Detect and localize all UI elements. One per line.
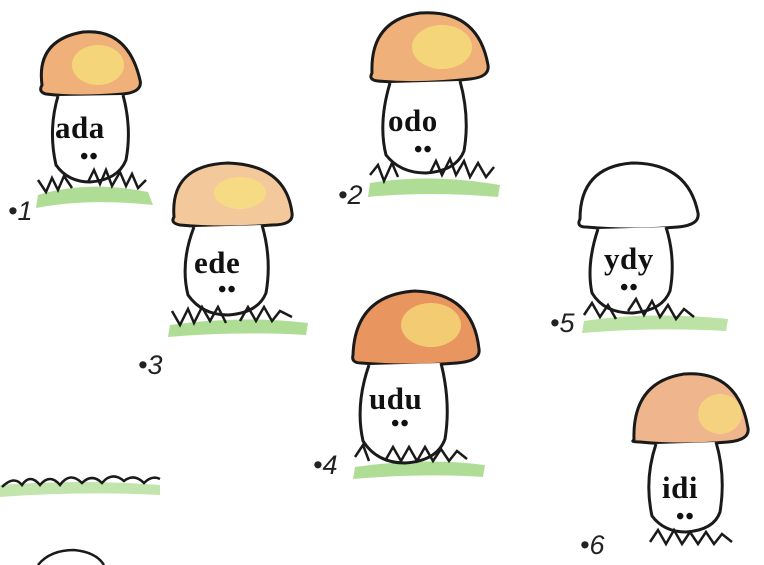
- syllable-word: ede: [194, 245, 241, 280]
- syllable-dots: ••: [80, 144, 99, 170]
- grass-patch: [0, 475, 161, 497]
- partial-mushroom-cap: [37, 548, 106, 565]
- mushroom-1: ada ••: [28, 20, 158, 230]
- syllable-dots: ••: [218, 277, 237, 303]
- mushroom-4-number: •4: [313, 450, 338, 480]
- syllable-word: odo: [388, 103, 438, 138]
- mushroom-6-number: •6: [580, 530, 605, 560]
- mushroom-4-drawing: [351, 289, 485, 479]
- mushroom-5: ydy ••: [570, 155, 730, 340]
- mushroom-6: idi ••: [620, 352, 760, 552]
- mushroom-3: ede ••: [160, 155, 310, 345]
- syllable-word: ada: [55, 110, 105, 145]
- mushroom-3-drawing: [168, 161, 308, 337]
- mushroom-2-number: •2: [338, 180, 363, 210]
- syllable-dots: ••: [414, 137, 433, 163]
- syllable-word: ydy: [604, 241, 654, 276]
- syllable-dots: ••: [391, 411, 410, 437]
- mushroom-3-number: •3: [138, 350, 163, 380]
- mushroom-1-number: •1: [8, 196, 33, 226]
- mushroom-5-drawing: [577, 161, 728, 333]
- syllable-word: idi: [662, 470, 698, 505]
- syllable-word: udu: [369, 381, 423, 416]
- mushroom-4: udu ••: [345, 285, 495, 485]
- mushroom-2: odo ••: [360, 5, 500, 205]
- mushroom-2-drawing: [368, 11, 500, 197]
- syllable-dots: ••: [676, 504, 695, 530]
- mushroom-6-drawing: [631, 372, 750, 547]
- mushroom-5-number: •5: [550, 308, 575, 338]
- syllable-dots: ••: [620, 275, 639, 301]
- mushroom-1-drawing: [36, 30, 153, 208]
